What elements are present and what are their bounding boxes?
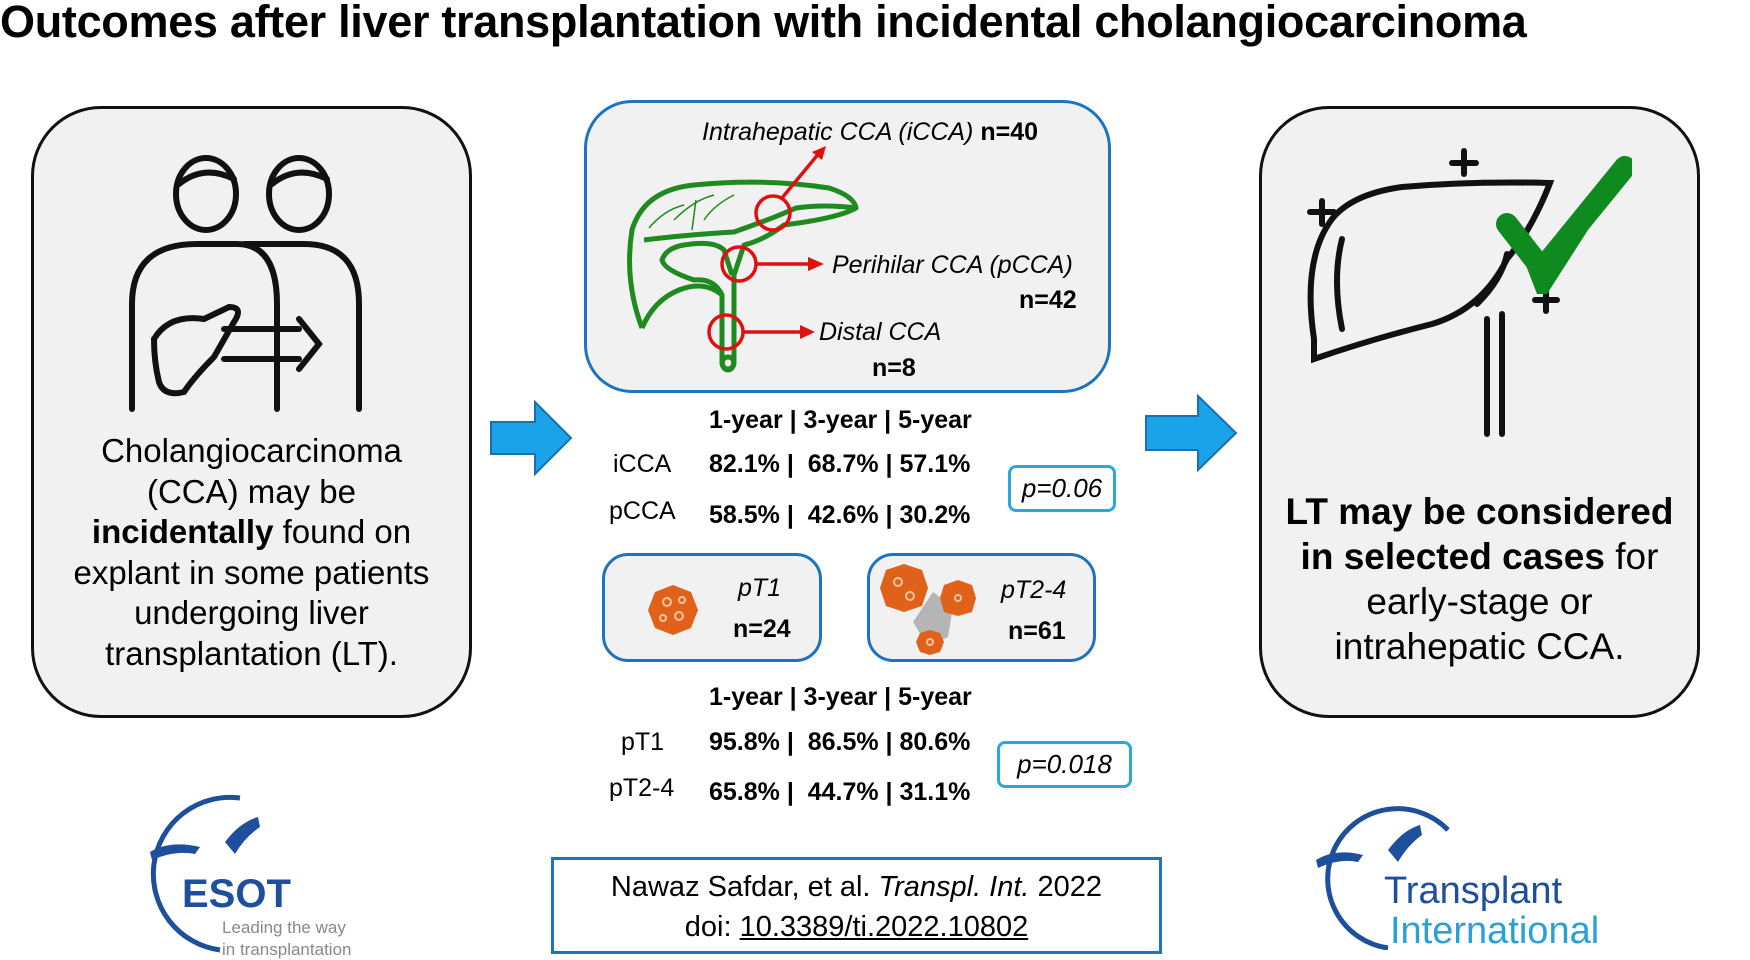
healthy-liver-check-icon [1307,148,1632,437]
transplant-international-logo: Transplant International [1308,800,1648,952]
icca-label-row: Intrahepatic CCA (iCCA) n=40 [702,118,1038,147]
left-text-line: explant in some patients [73,553,430,591]
row-label-pt2-4: pT2-4 [609,774,675,802]
doi-link[interactable]: 10.3389/ti.2022.10802 [739,911,1029,943]
citation-year: 2022 [1029,871,1103,903]
left-text-emphasis: incidentally [91,513,274,550]
row-values-pcca: 58.5% | 42.6% | 30.2% [709,501,971,529]
icca-label: Intrahepatic CCA (iCCA) [702,118,974,146]
right-panel: LT may be considered in selected cases f… [1259,106,1700,718]
liver-biliary-illustration [627,146,859,373]
ti-wordmark-line1: Transplant [1384,870,1563,912]
right-arrow-icon [490,400,573,476]
row-label-pt1: pT1 [621,728,665,756]
row-values-pt2-4: 65.8% | 44.7% | 31.1% [709,778,971,806]
right-arrow-icon [1145,394,1238,472]
dcca-label: Distal CCA [819,318,942,346]
stage-count: n=24 [733,615,791,643]
icca-count: n=40 [980,118,1039,146]
row-values-icca: 82.1% | 68.7% | 57.1% [709,450,971,478]
esot-logo: ESOT Leading the way in transplantation [140,792,380,960]
left-text-line: (CCA) may be [146,472,357,510]
doi-label: doi: [684,911,740,943]
survival-table-1-header: 1-year | 3-year | 5-year [709,406,972,434]
stage-label: pT2-4 [1001,576,1067,604]
left-panel: Cholangiocarcinoma (CCA) may be incident… [31,106,472,718]
conclusion-bold: in selected cases [1300,536,1605,577]
citation-authors: Nawaz Safdar, et al. [610,871,879,903]
left-text-line: undergoing liver [134,594,369,631]
p-value-badge: p=0.018 [997,741,1132,788]
citation-box: Nawaz Safdar, et al. Transpl. Int. 2022 … [551,857,1162,954]
left-text-line: Cholangiocarcinoma [101,432,402,469]
stage-box-pt1: pT1 n=24 [602,553,822,662]
metastatic-tumor-icon [880,564,976,655]
stage-count: n=61 [1008,617,1066,645]
row-label-pcca: pCCA [609,497,676,525]
esot-wordmark: ESOT [182,872,291,916]
row-values-pt1: 95.8% | 86.5% | 80.6% [709,728,971,756]
esot-tagline: Leading the way [222,918,346,937]
survival-table-2-header: 1-year | 3-year | 5-year [709,683,972,711]
dcca-count: n=8 [872,354,916,382]
pcca-count: n=42 [1019,286,1077,314]
left-panel-text: Cholangiocarcinoma (CCA) may be incident… [34,431,469,674]
ti-wordmark-line2: International [1390,910,1600,952]
esot-tagline: in transplantation [222,940,352,959]
p-value-badge: p=0.06 [1008,465,1116,512]
cca-anatomy-box: Intrahepatic CCA (iCCA) n=40 Perihilar C… [584,100,1111,393]
conclusion-text: early-stage or [1366,581,1593,622]
tumor-cell-icon [648,585,698,635]
stage-label: pT1 [738,574,782,602]
citation-journal: Transpl. Int. [878,871,1030,903]
left-text-line: transplantation (LT). [105,634,398,672]
left-text-line: found on [273,513,412,550]
row-label-icca: iCCA [613,450,672,478]
conclusion-bold: LT may be considered [1285,491,1674,532]
conclusion-text: intrahepatic CCA. [1334,626,1625,667]
esot-hands-icon [150,794,260,953]
patients-with-liver-icon [129,155,362,412]
ti-hands-icon [1316,806,1450,950]
right-panel-text: LT may be considered in selected cases f… [1262,489,1697,669]
pcca-label: Perihilar CCA (pCCA) [832,251,1073,279]
conclusion-text: for [1604,536,1659,577]
stage-box-pt2-4: pT2-4 n=61 [867,553,1096,662]
page-title: Outcomes after liver transplantation wit… [0,0,1527,47]
